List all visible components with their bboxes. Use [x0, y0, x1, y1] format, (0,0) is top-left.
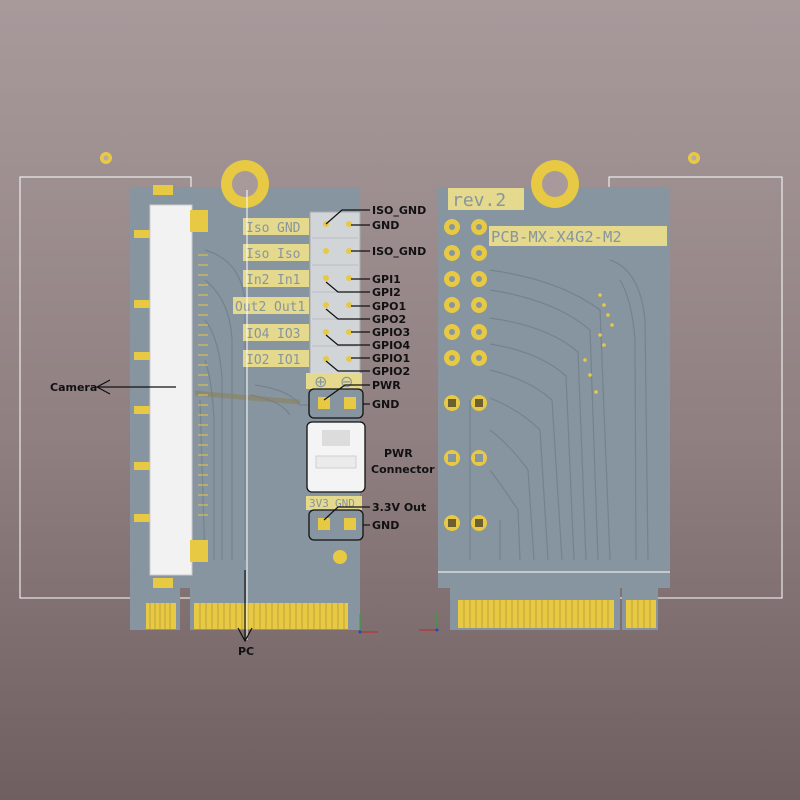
- silk-row-6-right: IO1: [277, 353, 300, 368]
- via-pad: [333, 550, 347, 564]
- annotation-labels: ISO_GND GND ISO_GND GPI1 GPI2 GPO1 GPO2 …: [50, 204, 435, 658]
- label-pwr: PWR: [372, 379, 401, 392]
- label-iso-gnd-2: ISO_GND: [372, 245, 426, 258]
- label-gpio4: GPIO4: [372, 339, 411, 352]
- silk-row-5-left: IO4: [246, 327, 270, 342]
- silk-gnd: GND: [335, 497, 355, 510]
- silk-row-2-left: Iso: [246, 247, 269, 262]
- silk-row-3-left: In2: [246, 273, 269, 288]
- front-silk-labels: Iso GND Iso Iso In2 In1 Out2 Out1 IO4 IO…: [233, 218, 309, 368]
- label-iso-gnd-top: ISO_GND: [372, 204, 426, 217]
- label-gpio2: GPIO2: [372, 365, 410, 378]
- annotations: [95, 209, 370, 643]
- label-pc: PC: [238, 645, 254, 658]
- silk-row-2-right: Iso: [277, 247, 300, 262]
- label-pwr-connector-line1: PWR: [384, 447, 413, 460]
- back-traces: [469, 259, 649, 561]
- label-gnd-bottom: GND: [372, 519, 399, 532]
- silk-row-1-left: Iso: [246, 221, 269, 236]
- silk-row-6-left: IO2: [246, 353, 269, 368]
- back-board: rev.2 PCB-MX-X4G2-M2: [419, 152, 783, 632]
- front-gold-fingers: [146, 603, 348, 629]
- axis-triad-back: [419, 612, 439, 632]
- silk-row-3-right: In1: [277, 273, 300, 288]
- revision-label: rev.2: [452, 190, 506, 211]
- label-camera: Camera: [50, 381, 97, 394]
- polarity-plus: ⊕: [314, 372, 327, 391]
- silk-3v3: 3V3: [309, 497, 329, 510]
- label-gpo2: GPO2: [372, 313, 406, 326]
- part-number-label: PCB-MX-X4G2-M2: [491, 228, 622, 246]
- silk-row-4-right: Out1: [274, 300, 305, 315]
- label-gnd-top: GND: [372, 219, 399, 232]
- silk-row-4-left: Out2: [235, 300, 266, 315]
- label-3v3-out: 3.3V Out: [372, 501, 426, 514]
- camera-pins: [134, 230, 150, 522]
- label-gpi1: GPI1: [372, 273, 401, 286]
- back-pcb: [438, 187, 670, 630]
- axis-triad-front: [358, 614, 378, 634]
- silk-row-5-right: IO3: [277, 327, 300, 342]
- label-gpio3: GPIO3: [372, 326, 410, 339]
- label-gpio1: GPIO1: [372, 352, 410, 365]
- back-pads: [444, 219, 487, 531]
- label-gnd-pwr: GND: [372, 398, 399, 411]
- label-gpi2: GPI2: [372, 286, 401, 299]
- front-board: Iso GND Iso Iso In2 In1 Out2 Out1 IO4 IO…: [19, 152, 378, 640]
- label-pwr-connector-line2: Connector: [371, 463, 435, 476]
- label-gpo1: GPO1: [372, 300, 406, 313]
- silk-row-1-right: GND: [277, 221, 301, 236]
- polarity-minus: ⊖: [340, 372, 353, 391]
- terminal-block: [309, 211, 361, 375]
- camera-connector: [149, 204, 193, 576]
